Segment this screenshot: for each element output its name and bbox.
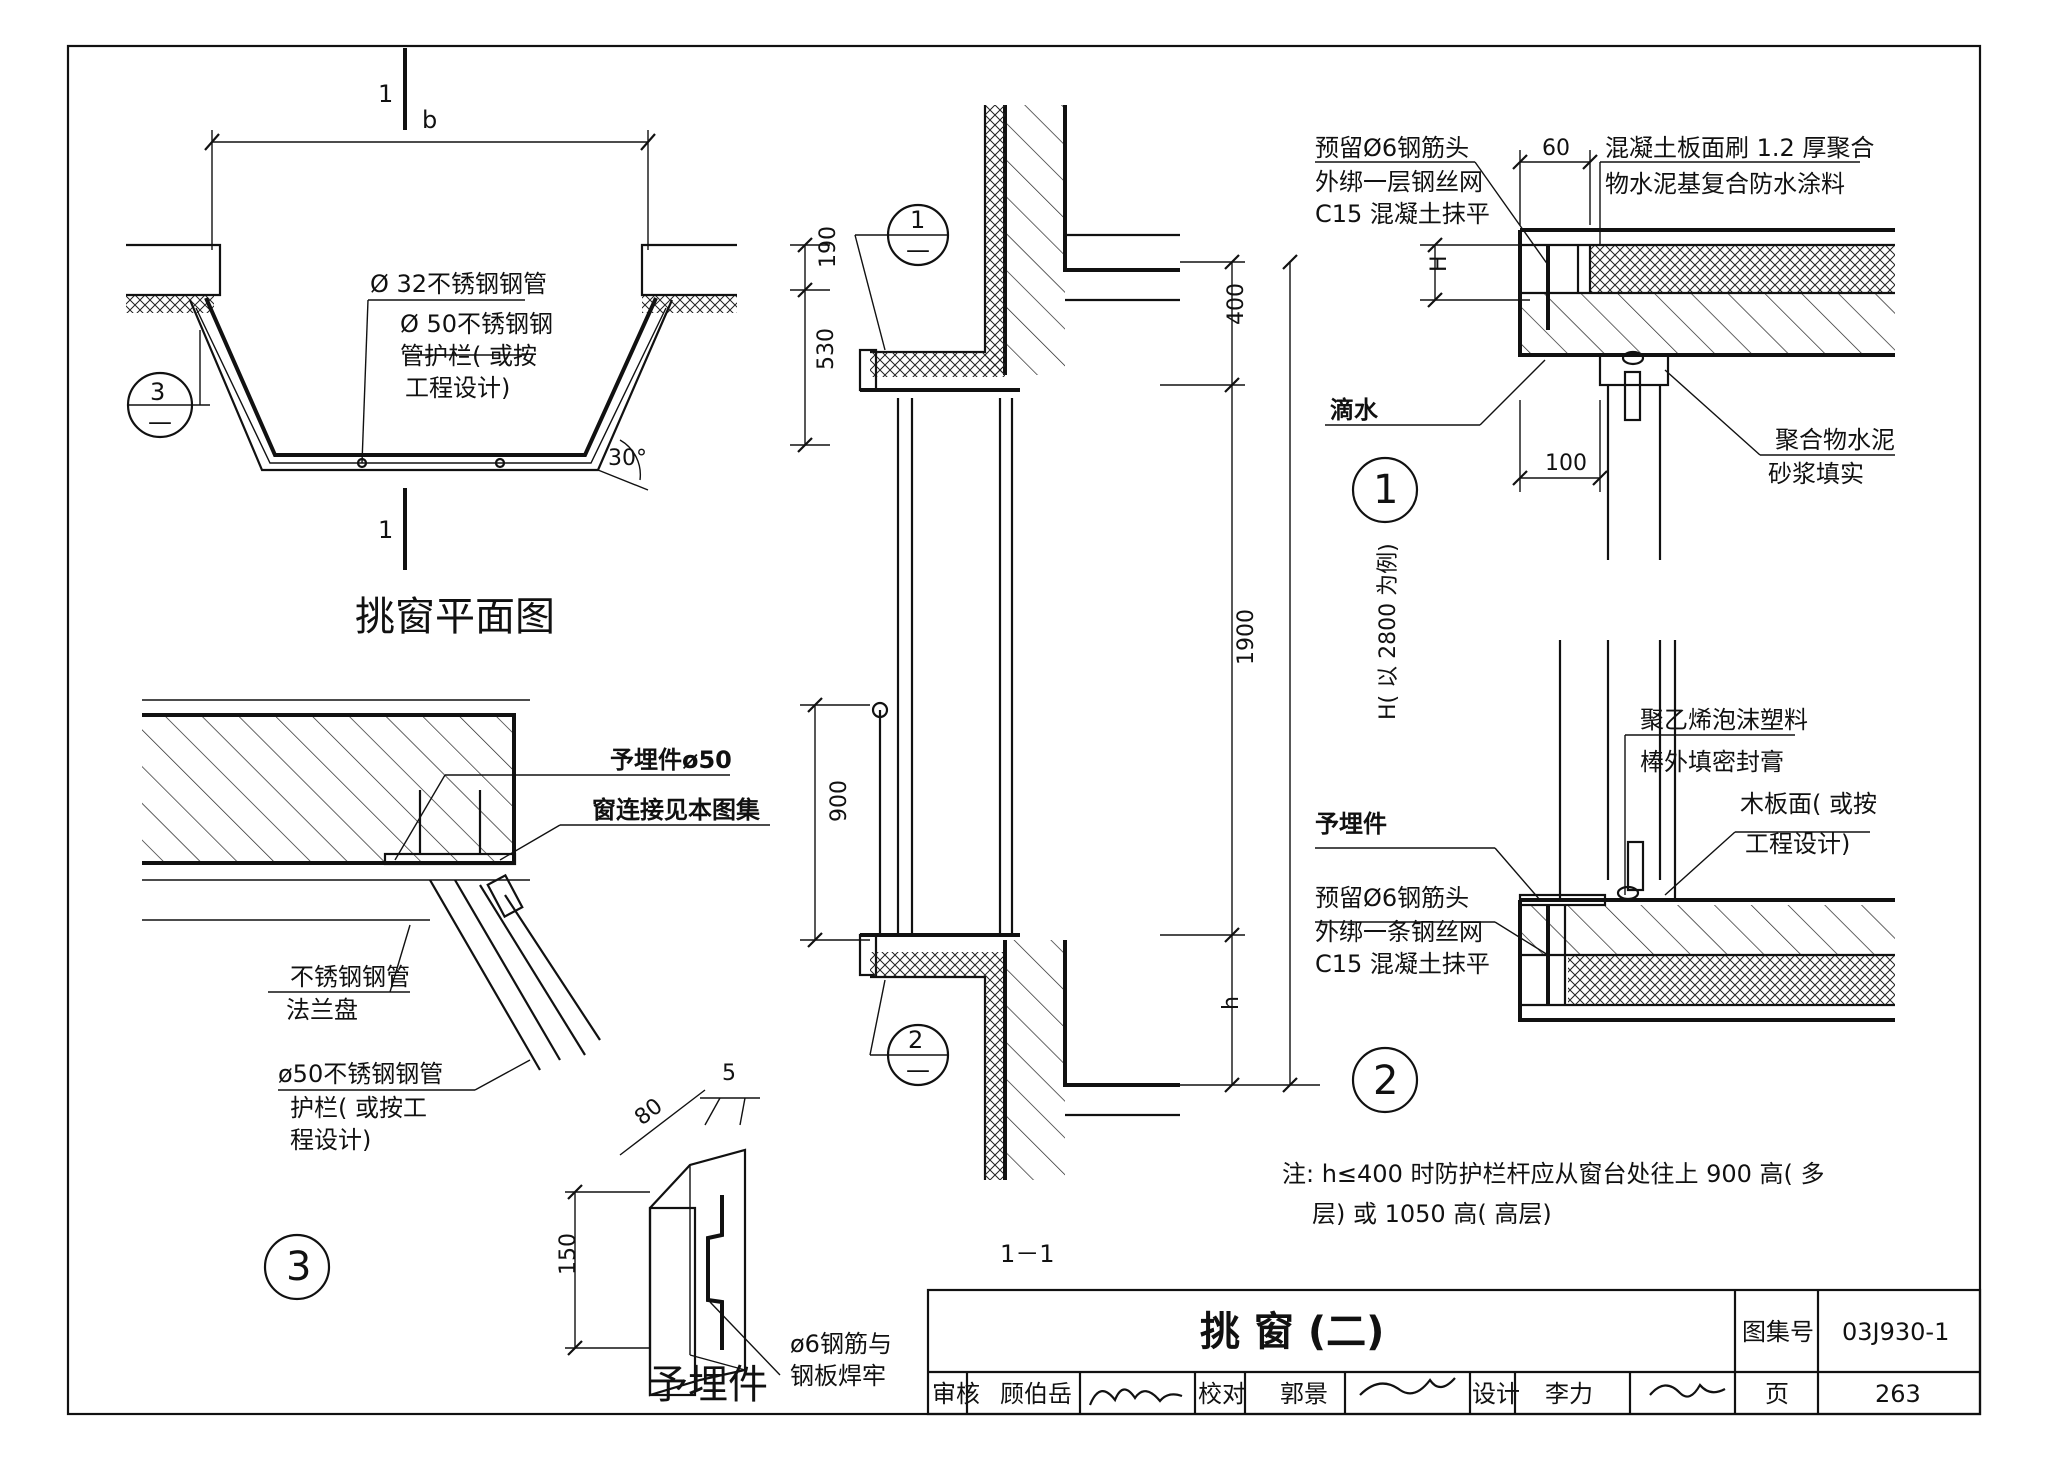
- detail1-right-label-2: 物水泥基复合防水涂料: [1605, 170, 1845, 198]
- plan-angle-label: 30°: [608, 446, 647, 471]
- embed-weld-label-2: 钢板焊牢: [790, 1362, 886, 1390]
- detail-1-lintel: [1315, 150, 1895, 560]
- plan-pipe50-label-3: 工程设计): [405, 374, 510, 402]
- design-label: 设计: [1472, 1380, 1520, 1408]
- page-label: 页: [1765, 1380, 1789, 1408]
- detail2-foam-label-1: 聚乙烯泡沫塑料: [1640, 706, 1808, 734]
- section-dim-1900: 1900: [1234, 609, 1259, 665]
- detail1-dim-100: 100: [1545, 451, 1587, 476]
- atlas-number-label: 图集号: [1742, 1318, 1814, 1346]
- detail1-label-2: 外绑一层钢丝网: [1315, 168, 1483, 196]
- designer-signature: [1649, 1383, 1726, 1398]
- plan-cut-label-top: 1: [378, 80, 393, 108]
- reviewer-signature: [1088, 1388, 1183, 1406]
- detail2-foam-label-2: 棒外填密封膏: [1640, 748, 1784, 776]
- detail1-label-1: 预留Ø6钢筋头: [1315, 134, 1469, 162]
- detail2-label-3: C15 混凝土抹平: [1315, 950, 1490, 978]
- detail2-label-2: 外绑一条钢丝网: [1315, 918, 1483, 946]
- embed-dim-150: 150: [556, 1233, 581, 1275]
- embed-dim-5: 5: [722, 1061, 736, 1086]
- plan-title: 挑窗平面图: [355, 594, 555, 640]
- designer-name: 李力: [1545, 1380, 1593, 1408]
- page-number: 263: [1875, 1380, 1921, 1408]
- embed-weld-label-1: ø6钢筋与: [790, 1330, 892, 1358]
- detail1-right-label-1: 混凝土板面刷 1.2 厚聚合: [1605, 134, 1874, 162]
- detail3-embed-label: 予埋件ø50: [610, 746, 732, 774]
- section-1-1: [790, 105, 1320, 1180]
- section-title: 1－1: [1000, 1240, 1055, 1268]
- plan-cut-label-bottom: 1: [378, 516, 393, 544]
- plan-dim-b: b: [422, 106, 437, 134]
- section-dim-H: H( 以 2800 为例): [1376, 543, 1401, 720]
- detail3-rail-label-2: 护栏( 或按工: [290, 1094, 427, 1122]
- reviewer-name: 顾伯岳: [1000, 1380, 1072, 1408]
- bay-window-plan: [126, 48, 737, 570]
- detail3-window-conn-label: 窗连接见本图集: [592, 796, 761, 824]
- detail2-wood-label-2: 工程设计): [1745, 830, 1850, 858]
- check-label: 校对: [1198, 1380, 1246, 1408]
- embedded-part-detail: [565, 1089, 781, 1397]
- section-ref1-sheet: —: [906, 236, 930, 264]
- detail-2-sill: [1315, 640, 1895, 1114]
- detail3-flange-label-1: 不锈钢钢管: [290, 963, 410, 991]
- detail2-wood-label-1: 木板面( 或按: [1740, 790, 1877, 818]
- embed-dim-80: 80: [630, 1094, 667, 1131]
- detail1-fill-label-2: 砂浆填实: [1768, 460, 1864, 488]
- title-block: [926, 1288, 1982, 1416]
- note-line-1: 注: h≤400 时防护栏杆应从窗台处往上 900 高( 多: [1282, 1160, 1825, 1188]
- detail2-embed-label: 予埋件: [1315, 810, 1387, 838]
- detail-3-railing-anchor: [142, 699, 770, 1301]
- detail1-drip-label: 滴水: [1330, 396, 1379, 424]
- detail1-mark: 1: [1373, 467, 1398, 513]
- section-dim-530: 530: [814, 328, 839, 370]
- detail2-mark: 2: [1373, 1058, 1398, 1104]
- checker-name: 郭景: [1280, 1380, 1328, 1408]
- detail3-flange-label-2: 法兰盘: [286, 996, 358, 1024]
- plan-pipe32-label: Ø 32不锈钢钢管: [370, 270, 547, 298]
- section-dim-900: 900: [827, 780, 852, 822]
- section-ref1-number: 1: [910, 206, 925, 234]
- detail3-mark: 3: [286, 1244, 311, 1290]
- checker-signature: [1359, 1377, 1456, 1396]
- review-label: 审核: [932, 1380, 980, 1408]
- detail3-rail-label-3: 程设计): [290, 1126, 371, 1154]
- section-dim-h: h: [1219, 996, 1244, 1010]
- detail3-rail-label-1: ø50不锈钢钢管: [278, 1060, 443, 1088]
- detail1-dim-H: H: [1427, 255, 1452, 272]
- detail1-dim-60: 60: [1542, 136, 1570, 161]
- plan-ref3-number: 3: [150, 378, 165, 406]
- section-dim-400: 400: [1224, 283, 1249, 325]
- plan-pipe50-label-1: Ø 50不锈钢钢: [400, 310, 553, 338]
- section-ref2-sheet: —: [906, 1056, 930, 1084]
- atlas-number: 03J930-1: [1842, 1318, 1949, 1346]
- plan-pipe50-label-2: 管护栏( 或按: [400, 342, 537, 370]
- embed-title: 予埋件: [648, 1362, 768, 1408]
- detail2-label-1: 预留Ø6钢筋头: [1315, 884, 1469, 912]
- detail1-fill-label-1: 聚合物水泥: [1775, 426, 1895, 454]
- section-ref2-number: 2: [908, 1026, 923, 1054]
- section-dim-190: 190: [816, 226, 841, 268]
- note-line-2: 层) 或 1050 高( 高层): [1312, 1200, 1552, 1228]
- drawing-title: 挑 窗 (二): [1200, 1309, 1384, 1355]
- plan-ref3-sheet: —: [148, 408, 172, 436]
- detail1-label-3: C15 混凝土抹平: [1315, 200, 1490, 228]
